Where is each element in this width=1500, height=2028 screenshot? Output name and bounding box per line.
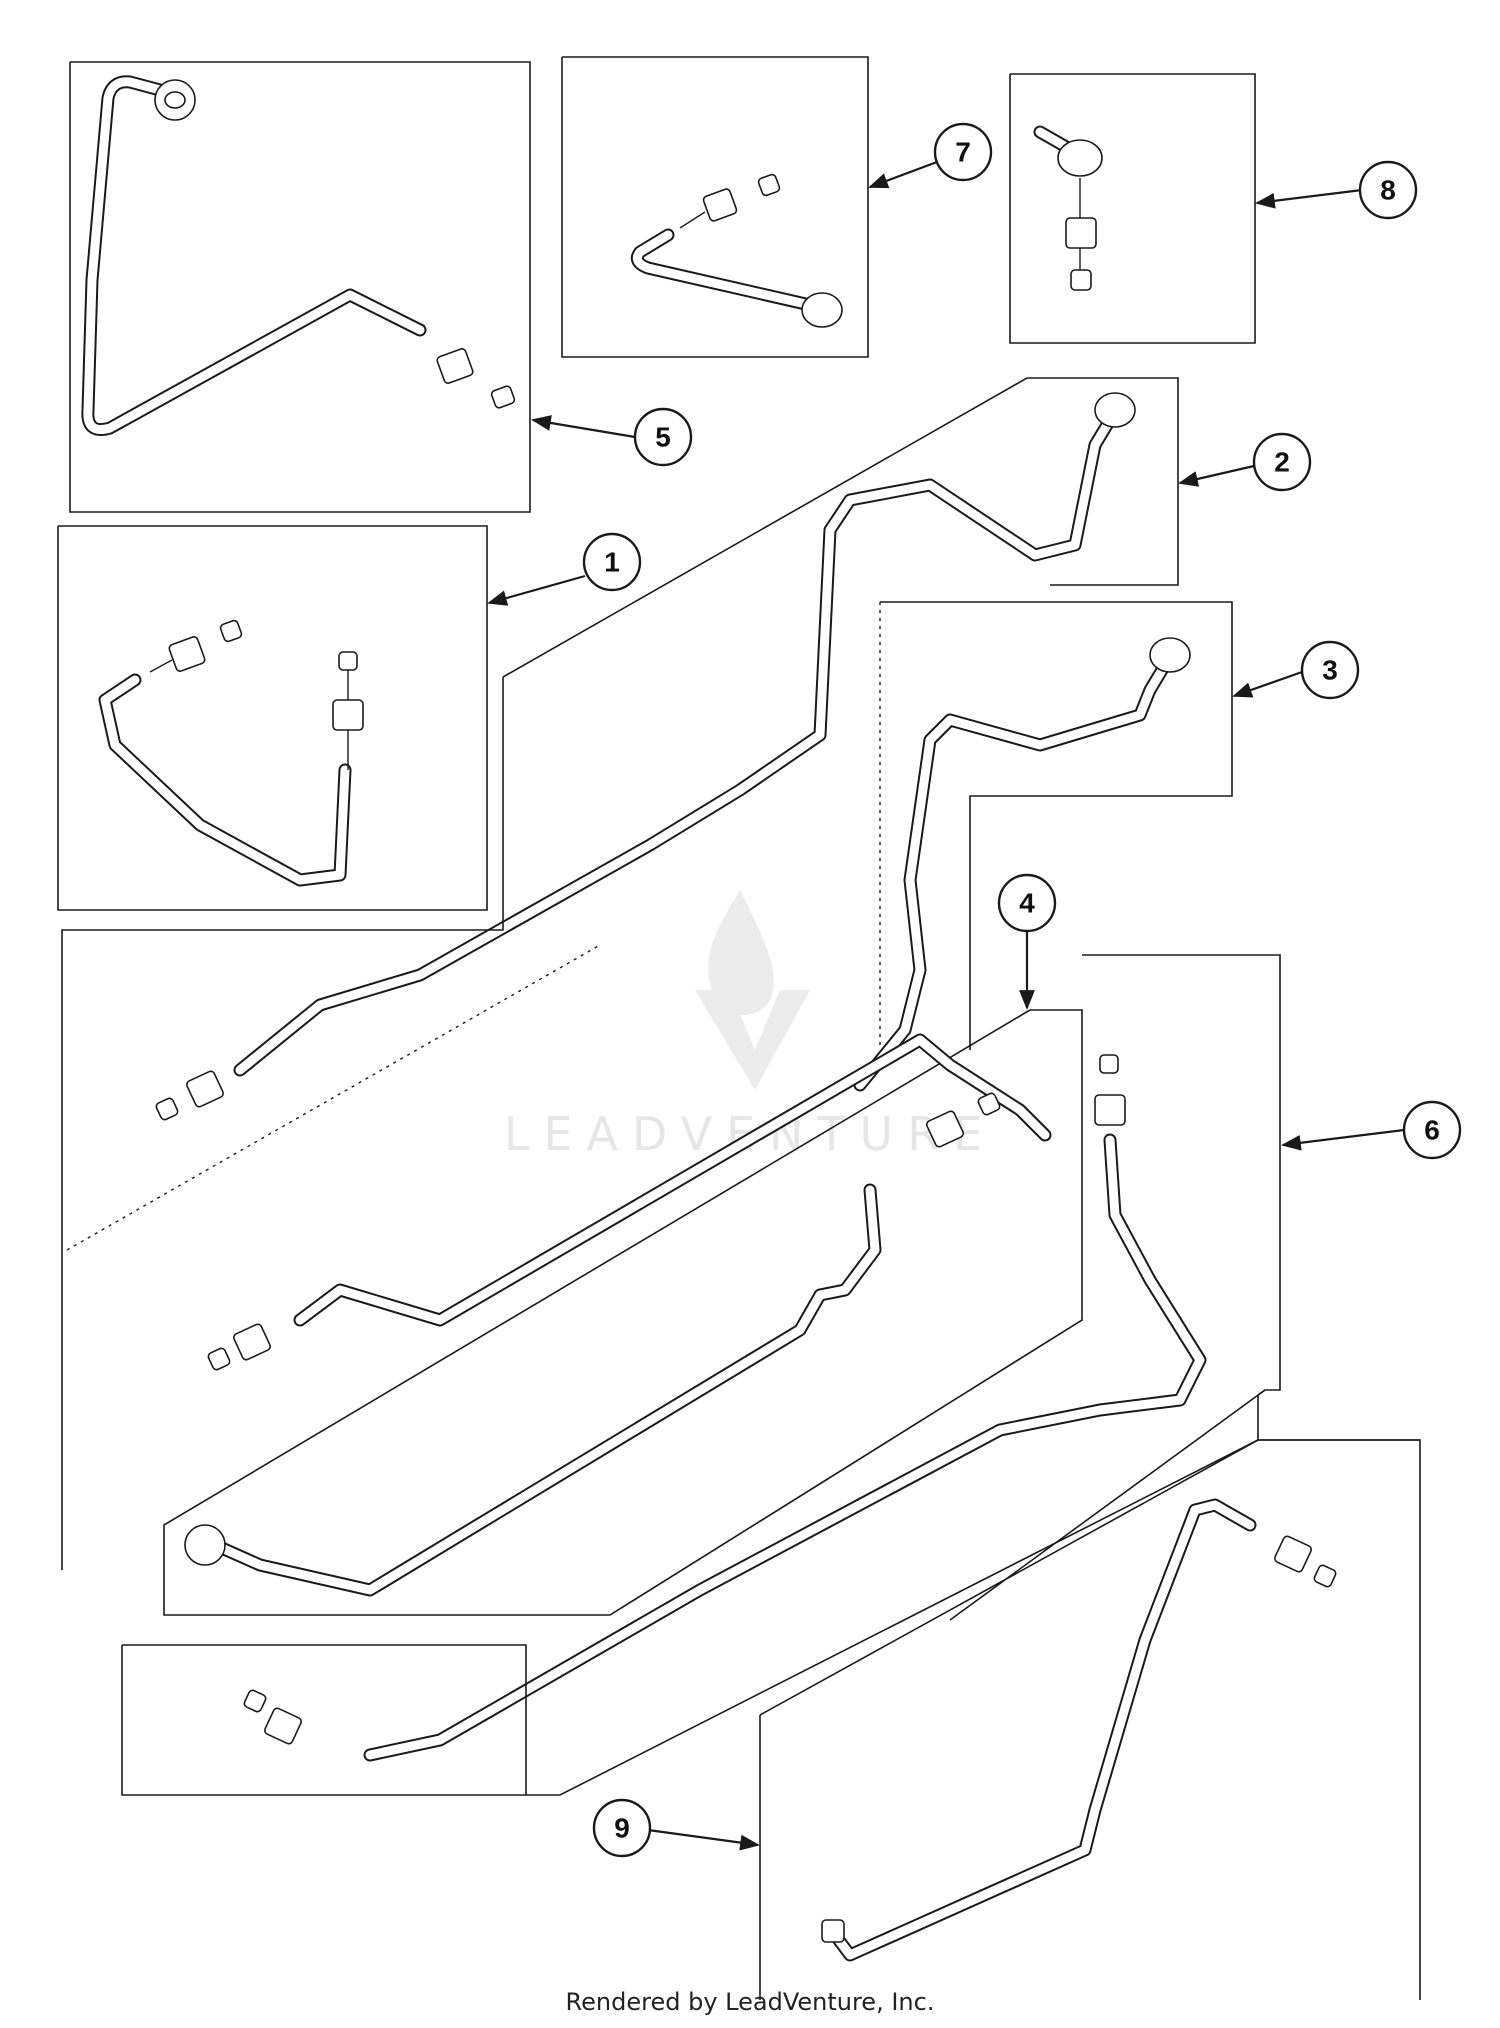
nut-icon <box>168 636 206 672</box>
callout-8: 8 <box>1358 160 1418 220</box>
callout-8-label: 8 <box>1380 175 1396 206</box>
panel-part-8 <box>1009 73 1256 344</box>
callout-5-label: 5 <box>655 422 671 453</box>
callout-1-label: 1 <box>604 547 620 578</box>
footer-credit: Rendered by LeadVenture, Inc. <box>565 1988 935 2016</box>
sleeve-icon <box>1099 1054 1119 1074</box>
panel-part-7 <box>561 56 869 358</box>
sleeve-icon <box>219 619 243 643</box>
fitting-icon <box>821 1919 845 1943</box>
nut-icon <box>702 188 738 222</box>
banjo-eye-icon <box>184 1524 226 1566</box>
callout-6: 6 <box>1402 1100 1462 1160</box>
sleeve-icon <box>490 385 516 409</box>
panel-part-2 <box>66 377 1179 1251</box>
callout-2: 2 <box>1252 432 1312 492</box>
callout-7-label: 7 <box>955 137 971 168</box>
sleeve-icon <box>243 1689 267 1713</box>
sleeve-icon <box>155 1097 179 1121</box>
callout-5: 5 <box>633 407 693 467</box>
watermark: LEADVENTURE <box>504 890 997 1161</box>
panel-part-4 <box>163 1009 1083 1616</box>
sleeve-icon <box>977 1092 1001 1116</box>
panel-part-2-leader-frame <box>61 677 504 1570</box>
callout-arrows <box>487 157 1405 1851</box>
callout-1: 1 <box>582 532 642 592</box>
nut-icon <box>186 1070 224 1108</box>
nut-icon <box>332 699 364 731</box>
sleeve-icon <box>1070 269 1092 291</box>
nut-icon <box>436 348 474 384</box>
sleeve-icon <box>1313 1564 1337 1588</box>
nut-icon <box>926 1110 964 1148</box>
banjo-eye-icon <box>1149 637 1191 673</box>
nut-icon <box>1065 217 1097 249</box>
nut-icon <box>233 1323 271 1361</box>
callout-3: 3 <box>1300 640 1360 700</box>
nut-icon <box>1274 1535 1312 1573</box>
nut-icon <box>264 1707 302 1745</box>
banjo-eye-icon <box>1057 139 1103 177</box>
banjo-eye-icon <box>801 292 843 328</box>
callout-6-label: 6 <box>1424 1115 1440 1146</box>
callout-7: 7 <box>933 122 993 182</box>
callout-9: 9 <box>592 1798 652 1858</box>
nut-icon <box>1094 1094 1126 1126</box>
sleeve-icon <box>338 651 358 671</box>
callout-4: 4 <box>997 873 1057 933</box>
callout-9-label: 9 <box>614 1813 630 1844</box>
panel-part-6-lower-frame <box>121 1439 1421 2000</box>
watermark-text: LEADVENTURE <box>504 1107 997 1161</box>
banjo-eye-icon <box>1094 392 1136 428</box>
panel-part-5 <box>69 61 531 513</box>
watermark-flame-icon <box>708 890 774 1015</box>
callout-2-label: 2 <box>1274 447 1290 478</box>
sleeve-icon <box>757 173 781 197</box>
callout-4-label: 4 <box>1019 888 1035 919</box>
panel-part-9 <box>759 1439 1337 2000</box>
panel-part-3 <box>853 601 1233 1092</box>
sleeve-icon <box>207 1347 231 1371</box>
panel-part-1 <box>57 525 488 911</box>
panel-part-6 <box>243 954 1420 1762</box>
watermark-v-icon <box>695 990 810 1090</box>
callout-3-label: 3 <box>1322 655 1338 686</box>
